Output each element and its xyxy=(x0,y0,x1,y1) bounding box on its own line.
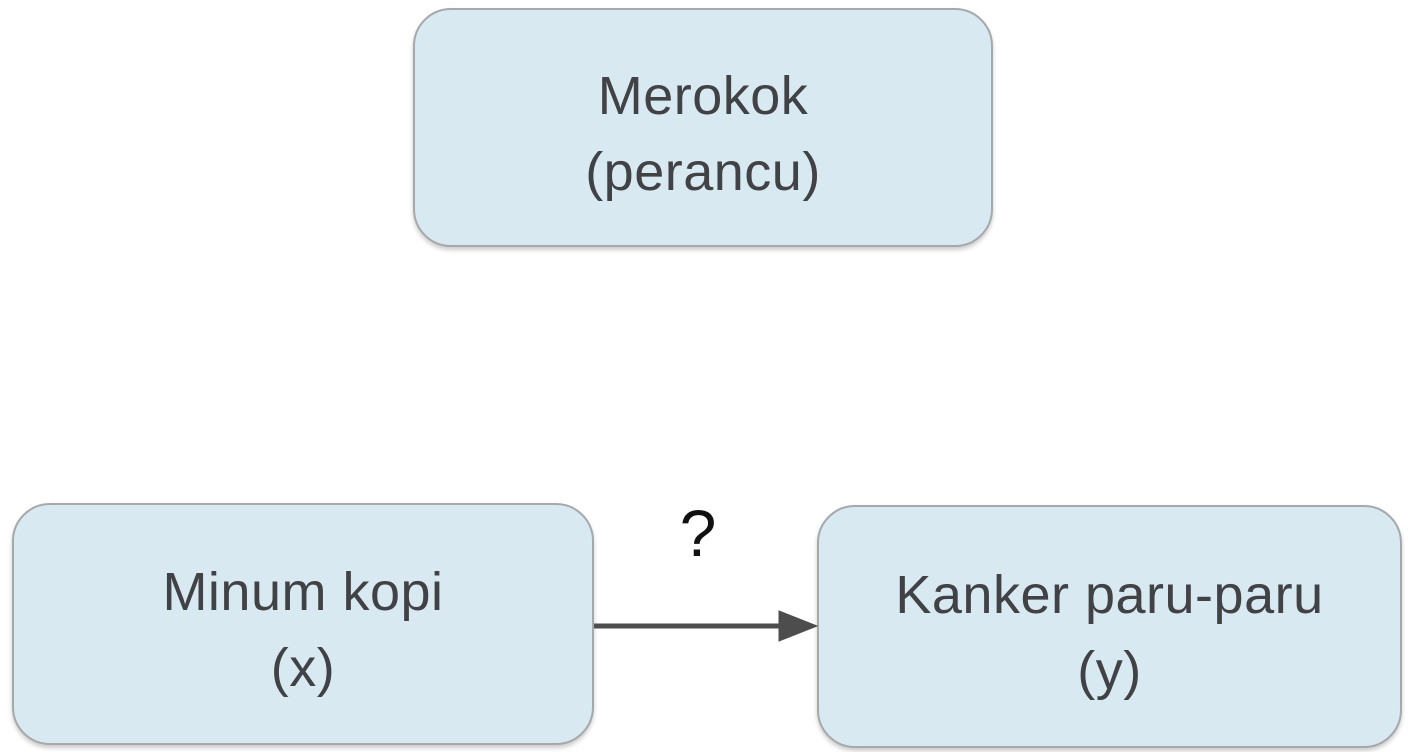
node-outcome-sublabel: (y) xyxy=(1077,640,1142,701)
node-exposure: Minum kopi (x) xyxy=(12,503,594,745)
node-exposure-label: Minum kopi xyxy=(162,562,444,623)
node-outcome-label: Kanker paru-paru xyxy=(895,564,1324,625)
node-exposure-sublabel: (x) xyxy=(270,638,336,698)
node-confounder-sublabel: (perancu) xyxy=(585,141,821,202)
arrow-x-to-y-icon xyxy=(594,610,819,642)
node-confounder-label: Merokok xyxy=(597,65,809,126)
edge-question-label: ? xyxy=(679,496,717,570)
node-confounder: Merokok (perancu) xyxy=(413,8,993,247)
node-outcome: Kanker paru-paru (y) xyxy=(817,505,1402,748)
